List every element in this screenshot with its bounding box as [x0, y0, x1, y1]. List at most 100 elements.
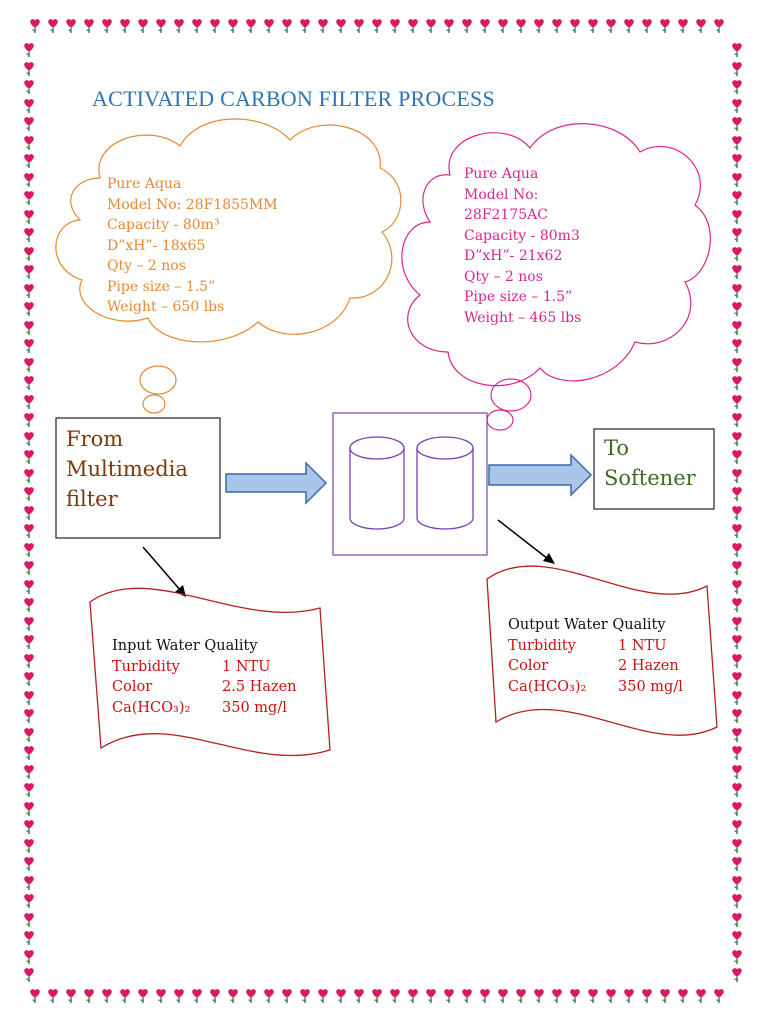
heart-rose-icon [514, 986, 528, 1004]
heart-rose-icon [22, 669, 36, 687]
heart-rose-icon [388, 16, 402, 34]
cloud-line: D”xH”- 18x65 [107, 237, 206, 254]
heart-rose-icon [712, 16, 726, 34]
input-quality-header: Input Water Quality [112, 638, 258, 654]
heart-rose-icon [730, 817, 744, 835]
heart-rose-icon [730, 706, 744, 724]
heart-rose-icon [730, 133, 744, 151]
heart-rose-icon [100, 16, 114, 34]
heart-rose-icon [136, 986, 150, 1004]
heart-rose-icon [730, 114, 744, 132]
pointer-arrow-input [142, 546, 186, 597]
quality-value: 2.5 Hazen [222, 679, 297, 695]
heart-rose-icon [388, 986, 402, 1004]
cloud-line: 28F2175AC [464, 207, 548, 223]
heart-rose-icon [730, 632, 744, 650]
heart-rose-icon [730, 947, 744, 965]
heart-rose-icon [370, 986, 384, 1004]
heart-rose-icon [730, 595, 744, 613]
heart-rose-icon [22, 392, 36, 410]
heart-rose-icon [280, 986, 294, 1004]
heart-rose-icon [730, 762, 744, 780]
heart-rose-icon [730, 188, 744, 206]
heart-rose-icon [730, 59, 744, 77]
heart-rose-icon [22, 540, 36, 558]
source-box [55, 417, 221, 539]
heart-rose-icon [22, 780, 36, 798]
heart-rose-icon [22, 170, 36, 188]
heart-rose-icon [676, 16, 690, 34]
heart-rose-icon [730, 410, 744, 428]
heart-rose-icon [730, 910, 744, 928]
heart-rose-icon [172, 16, 186, 34]
quality-value: 1 NTU [618, 637, 667, 654]
quality-label: Ca(HCO₃)₂ [112, 699, 191, 716]
heart-rose-icon [118, 16, 132, 34]
heart-rose-icon [22, 466, 36, 484]
page-border-right [726, 0, 752, 1024]
heart-rose-icon [730, 429, 744, 447]
heart-rose-icon [730, 225, 744, 243]
heart-rose-icon [22, 706, 36, 724]
heart-rose-icon [730, 503, 744, 521]
heart-rose-icon [730, 780, 744, 798]
heart-rose-icon [64, 16, 78, 34]
heart-rose-icon [22, 225, 36, 243]
heart-rose-icon [730, 244, 744, 262]
heart-rose-icon [22, 743, 36, 761]
heart-rose-icon [730, 392, 744, 410]
heart-rose-icon [730, 355, 744, 373]
heart-rose-icon [478, 986, 492, 1004]
heart-rose-icon [28, 986, 42, 1004]
heart-rose-icon [22, 96, 36, 114]
heart-rose-icon [550, 986, 564, 1004]
heart-rose-icon [586, 986, 600, 1004]
cloud-line: Weight – 650 lbs [107, 299, 225, 315]
heart-rose-icon [370, 16, 384, 34]
left-cloud-text: Pure Aqua Model No: 28F1855MM Capacity -… [107, 174, 278, 318]
heart-rose-icon [22, 77, 36, 95]
heart-rose-icon [640, 986, 654, 1004]
left-cloud-callout [55, 118, 402, 414]
right-cloud-callout [401, 123, 711, 431]
heart-rose-icon [244, 16, 258, 34]
heart-rose-icon [208, 16, 222, 34]
cloud-line: D”xH”- 21x62 [464, 248, 563, 264]
heart-rose-icon [154, 16, 168, 34]
heart-rose-icon [730, 577, 744, 595]
heart-rose-icon [424, 986, 438, 1004]
heart-rose-icon [730, 854, 744, 872]
heart-rose-icon [712, 986, 726, 1004]
heart-rose-icon [22, 188, 36, 206]
heart-rose-icon [532, 986, 546, 1004]
heart-rose-icon [22, 873, 36, 891]
heart-rose-icon [730, 669, 744, 687]
quality-value: 2 Hazen [618, 658, 679, 674]
heart-rose-icon [22, 355, 36, 373]
heart-rose-icon [478, 16, 492, 34]
heart-rose-icon [22, 40, 36, 58]
carbon-filter-box [332, 412, 488, 556]
heart-rose-icon [22, 577, 36, 595]
heart-rose-icon [730, 558, 744, 576]
heart-rose-icon [22, 891, 36, 909]
heart-rose-icon [22, 281, 36, 299]
heart-rose-icon [730, 281, 744, 299]
destination-box [593, 428, 715, 510]
heart-rose-icon [658, 16, 672, 34]
right-cloud-text: Pure Aqua Model No: 28F2175AC Capacity -… [464, 164, 581, 328]
heart-rose-icon [730, 207, 744, 225]
heart-rose-icon [730, 521, 744, 539]
output-quality-scroll [486, 565, 718, 736]
cylinder-tank-icon [349, 436, 405, 530]
heart-rose-icon [190, 986, 204, 1004]
heart-rose-icon [676, 986, 690, 1004]
heart-rose-icon [22, 762, 36, 780]
heart-rose-icon [22, 133, 36, 151]
cloud-line: Pipe size – 1.5” [107, 278, 216, 295]
heart-rose-icon [568, 16, 582, 34]
heart-rose-icon [550, 16, 564, 34]
heart-rose-icon [190, 16, 204, 34]
